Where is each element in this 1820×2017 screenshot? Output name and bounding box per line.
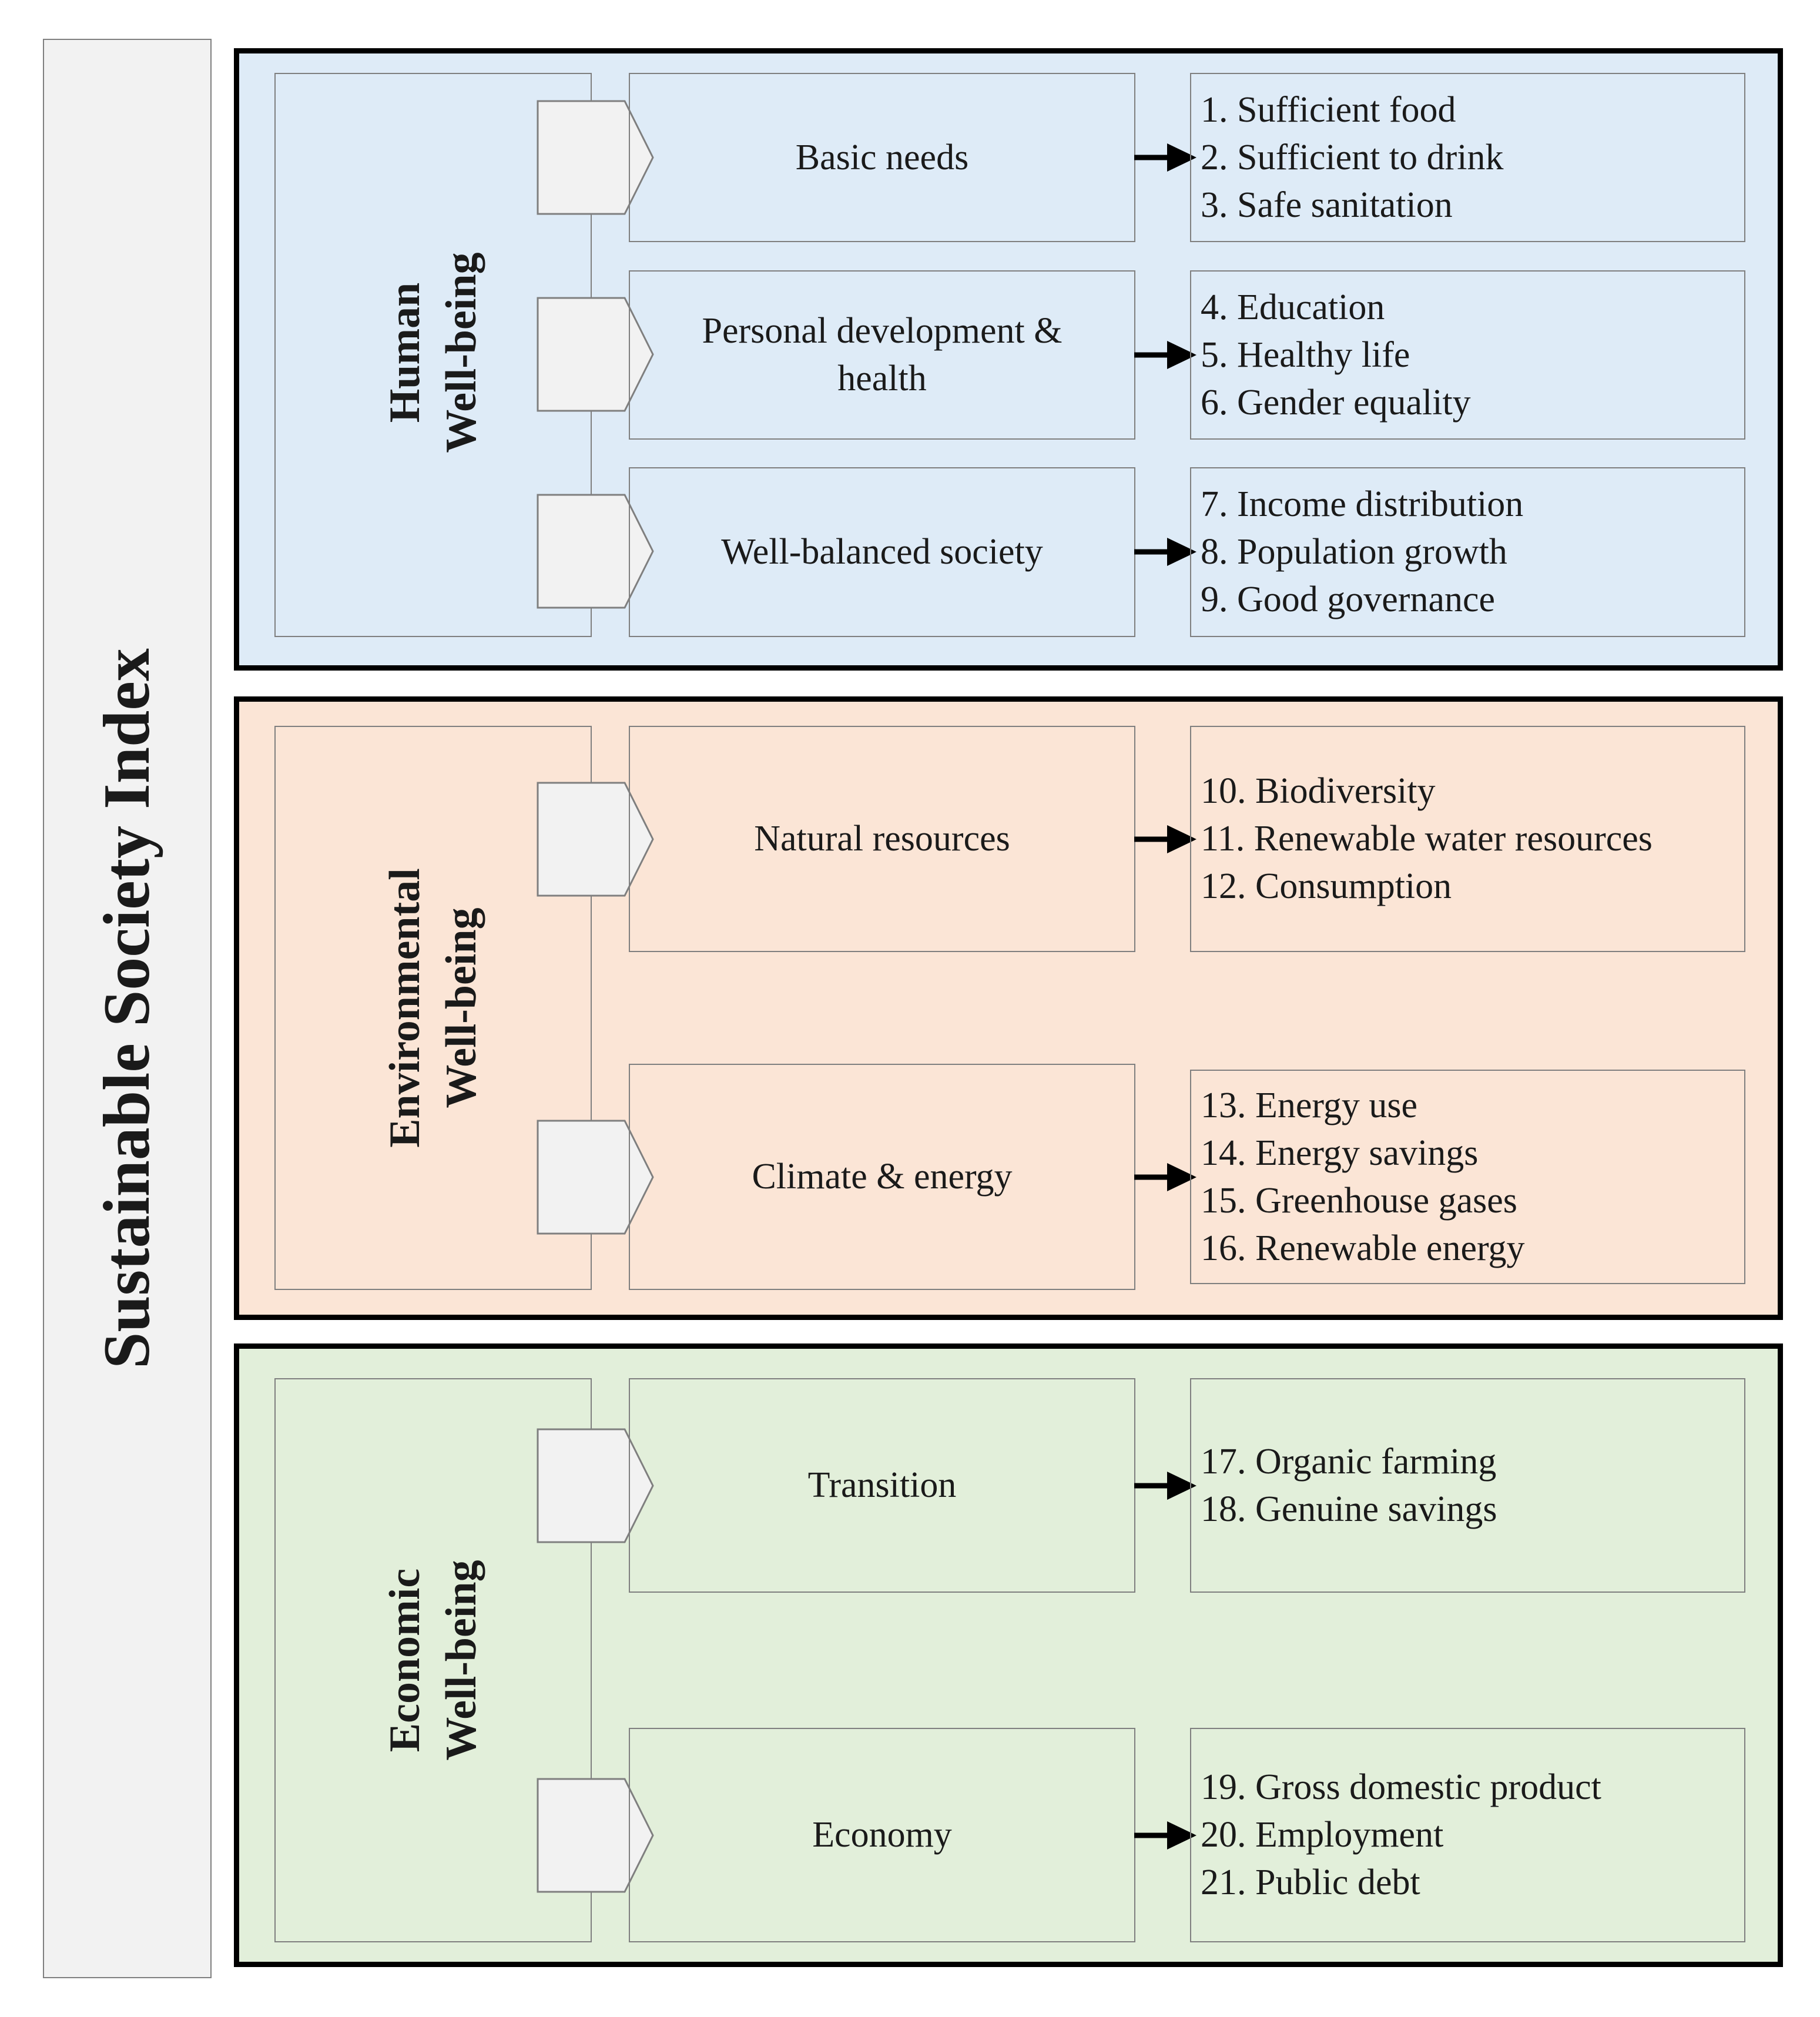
panel-economic-well-being — [234, 1343, 1783, 1967]
indicator-item: 17. Organic farming — [1201, 1441, 1497, 1482]
indicator-item: 21. Public debt — [1201, 1862, 1420, 1902]
arrow-right-icon — [1134, 825, 1196, 853]
chevron-connector-icon — [537, 100, 654, 215]
chevron-connector-icon — [537, 1778, 654, 1893]
category-label: Basic needs — [795, 137, 969, 177]
panel-human-well-being — [234, 48, 1783, 671]
category-economy: Economy — [629, 1728, 1135, 1942]
chevron-connector-icon — [537, 494, 654, 609]
indicator-item: 9. Good governance — [1201, 579, 1495, 619]
indicator-list-climate-energy: 13. Energy use 14. Energy savings 15. Gr… — [1190, 1070, 1745, 1284]
arrow-right-icon — [1134, 538, 1196, 566]
category-label: Natural resources — [754, 819, 1010, 859]
arrow-right-icon — [1134, 143, 1196, 172]
dimension-label-human: Human Well-being — [357, 0, 510, 705]
indicator-item: 10. Biodiversity — [1201, 771, 1436, 811]
indicator-item: 14. Energy savings — [1201, 1133, 1479, 1173]
indicator-item: 5. Healthy life — [1201, 334, 1410, 375]
dimension-label-economic: Economic Well-being — [357, 1308, 510, 2013]
arrow-right-icon — [1134, 1472, 1196, 1500]
indicator-item: 7. Income distribution — [1201, 484, 1524, 524]
indicator-item: 18. Genuine savings — [1201, 1489, 1497, 1529]
category-label-line1: Personal development & — [702, 311, 1062, 351]
arrow-right-icon — [1134, 1163, 1196, 1191]
category-natural-resources: Natural resources — [629, 726, 1135, 952]
chevron-connector-icon — [537, 782, 654, 897]
chevron-connector-icon — [537, 1120, 654, 1235]
category-label-line2: health — [837, 358, 927, 398]
indicator-item: 11. Renewable water resources — [1201, 819, 1653, 859]
dimension-label-line2: Well-being — [437, 907, 485, 1108]
indicator-item: 6. Gender equality — [1201, 382, 1471, 423]
indicator-item: 4. Education — [1201, 287, 1385, 327]
chevron-connector-icon — [537, 297, 654, 412]
dimension-label-line1: Human — [380, 282, 429, 423]
dimension-label-line1: Economic — [380, 1568, 429, 1753]
category-label: Transition — [807, 1465, 957, 1506]
indicator-item: 13. Energy use — [1201, 1085, 1418, 1125]
indicator-item: 12. Consumption — [1201, 866, 1452, 906]
dimension-label-line2: Well-being — [437, 1560, 485, 1761]
dimension-label-line2: Well-being — [437, 252, 485, 453]
category-label: Climate & energy — [752, 1157, 1013, 1197]
index-title: Sustainable Society Index — [90, 648, 163, 1369]
panel-environmental-well-being — [234, 696, 1783, 1320]
indicator-list-personal-development-health: 4. Education 5. Healthy life 6. Gender e… — [1190, 270, 1745, 440]
category-personal-development-health: Personal development & health — [629, 270, 1135, 440]
arrow-right-icon — [1134, 1821, 1196, 1850]
indicator-item: 15. Greenhouse gases — [1201, 1180, 1517, 1221]
indicator-list-transition: 17. Organic farming 18. Genuine savings — [1190, 1378, 1745, 1593]
category-basic-needs: Basic needs — [629, 73, 1135, 242]
dimension-box-economic — [274, 1378, 592, 1942]
indicator-item: 2. Sufficient to drink — [1201, 137, 1504, 177]
category-transition: Transition — [629, 1378, 1135, 1593]
dimension-label-environmental: Environmental Well-being — [357, 655, 510, 1361]
dimension-box-environmental — [274, 726, 592, 1290]
indicator-item: 1. Sufficient food — [1201, 89, 1456, 130]
indicator-item: 8. Population growth — [1201, 532, 1507, 572]
arrow-right-icon — [1134, 341, 1196, 369]
dimension-label-line1: Environmental — [380, 868, 429, 1148]
indicator-item: 20. Employment — [1201, 1815, 1444, 1855]
category-well-balanced-society: Well-balanced society — [629, 467, 1135, 637]
category-label: Economy — [812, 1815, 952, 1855]
index-title-box — [43, 39, 212, 1978]
category-climate-energy: Climate & energy — [629, 1064, 1135, 1290]
indicator-item: 16. Renewable energy — [1201, 1228, 1525, 1268]
indicator-list-basic-needs: 1. Sufficient food 2. Sufficient to drin… — [1190, 73, 1745, 242]
category-label: Well-balanced society — [721, 532, 1043, 572]
chevron-connector-icon — [537, 1428, 654, 1543]
indicator-list-economy: 19. Gross domestic product 20. Employmen… — [1190, 1728, 1745, 1942]
indicator-list-natural-resources: 10. Biodiversity 11. Renewable water res… — [1190, 726, 1745, 952]
indicator-item: 3. Safe sanitation — [1201, 185, 1453, 225]
indicator-item: 19. Gross domestic product — [1201, 1767, 1601, 1807]
indicator-list-well-balanced-society: 7. Income distribution 8. Population gro… — [1190, 467, 1745, 637]
